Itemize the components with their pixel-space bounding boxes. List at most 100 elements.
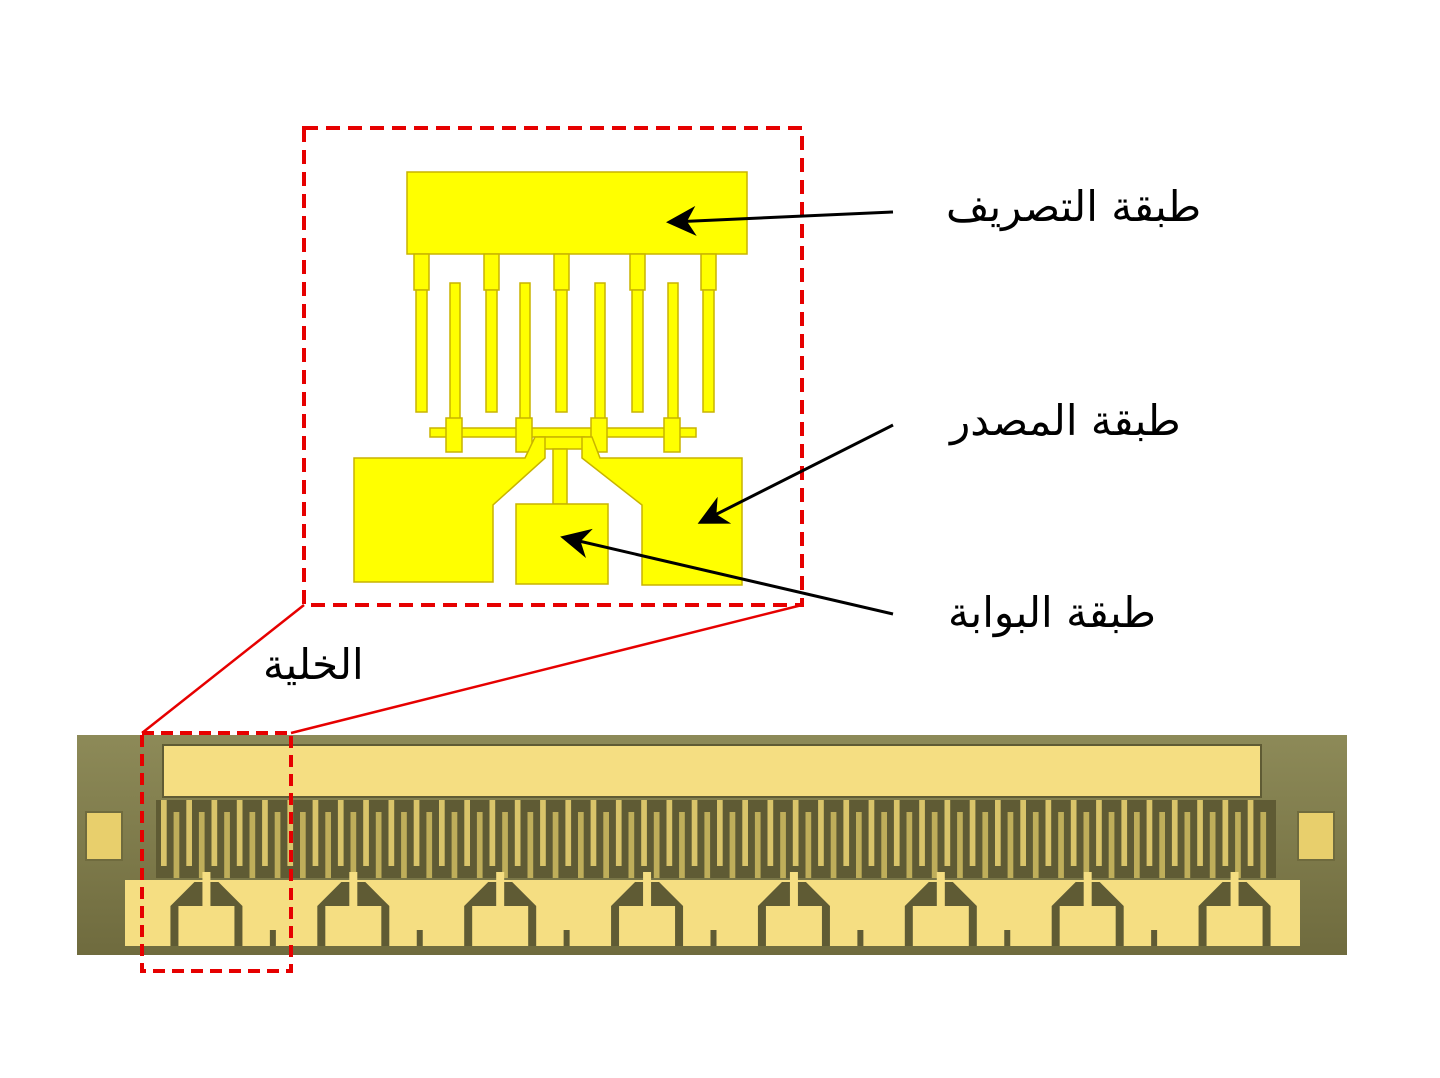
drain-fingers	[413, 253, 717, 413]
chip-finger	[1070, 800, 1077, 866]
chip-finger	[1058, 812, 1064, 878]
chip-gate-pad	[1206, 906, 1263, 946]
chip-finger	[464, 800, 470, 866]
chip-gate-stem	[349, 872, 358, 906]
chip-pad-separator	[563, 930, 570, 946]
chip-finger	[919, 800, 925, 866]
chip-gate-stem	[1083, 872, 1092, 906]
chip-finger	[476, 812, 483, 878]
chip-finger	[729, 812, 736, 878]
chip-finger	[1159, 812, 1165, 878]
chip-finger	[578, 812, 584, 878]
chip-finger	[1045, 800, 1052, 866]
chip-finger	[262, 800, 268, 866]
chip-finger	[717, 800, 723, 866]
chip-finger	[1134, 812, 1140, 878]
chip-finger	[679, 812, 685, 878]
chip-gate-pad	[912, 906, 969, 946]
chip-finger	[1260, 812, 1267, 878]
chip-finger	[337, 800, 344, 866]
chip-finger	[856, 812, 862, 878]
chip-finger	[514, 800, 521, 866]
chip-gate-stem	[936, 872, 945, 906]
chip-finger	[1184, 812, 1191, 878]
chip-pad-separator	[269, 930, 276, 946]
chip-finger	[173, 812, 180, 878]
source-arrow	[697, 423, 894, 524]
cell-layout	[353, 171, 748, 586]
chip-finger	[426, 812, 433, 878]
gate-bus	[429, 427, 697, 438]
chip-finger	[982, 812, 989, 878]
chip-finger	[388, 800, 395, 866]
chip-finger-region	[156, 800, 1276, 878]
chip-finger	[641, 800, 647, 866]
chip-gate-pad	[178, 906, 235, 946]
chip-gate-pad	[1059, 906, 1116, 946]
chip-cells	[125, 872, 1300, 946]
drain-arrow	[666, 205, 894, 236]
chip-finger	[451, 812, 458, 878]
chip-finger	[1108, 812, 1115, 878]
chip-finger	[439, 800, 445, 866]
chip-finger	[1096, 800, 1102, 866]
chip-gate-pad	[472, 906, 529, 946]
chip-gate-pad	[765, 906, 822, 946]
chip-finger	[893, 800, 900, 866]
chip-finger	[906, 812, 913, 878]
gate-layer-label: طبقة البوابة	[948, 588, 1156, 637]
chip-finger	[540, 800, 546, 866]
chip-finger	[830, 812, 837, 878]
chip-finger	[881, 812, 887, 878]
drain-layer-label: طبقة التصريف	[946, 182, 1202, 231]
chip-finger	[843, 800, 850, 866]
chip-drain-bus	[162, 744, 1262, 798]
zoom-leader-left	[141, 604, 305, 734]
chip-finger	[401, 812, 407, 878]
chip-finger	[691, 800, 698, 866]
chip-finger	[249, 812, 256, 878]
chip-finger	[552, 812, 559, 878]
chip-finger	[666, 800, 673, 866]
chip-finger	[780, 812, 786, 878]
chip-finger	[868, 800, 875, 866]
chip-finger	[628, 812, 635, 878]
chip-pad-separator	[416, 930, 423, 946]
chip-finger	[957, 812, 963, 878]
finger-contacts	[445, 417, 681, 453]
chip-finger	[742, 800, 748, 866]
chip-side-pad-right	[1297, 811, 1335, 861]
chip-finger	[325, 812, 331, 878]
chip-finger	[300, 812, 306, 878]
chip-finger	[995, 800, 1001, 866]
chip-pad-separator	[710, 930, 717, 946]
chip-finger	[944, 800, 951, 866]
chip-finger	[565, 800, 572, 866]
zoom-leader-right	[290, 603, 803, 735]
chip-side-pad-left	[85, 811, 123, 861]
chip-finger	[590, 800, 597, 866]
chip-finger	[792, 800, 799, 866]
chip-finger	[375, 812, 382, 878]
chip-finger	[818, 800, 824, 866]
chip-fingers	[161, 800, 1267, 878]
chip-pad-separator	[1151, 930, 1158, 946]
chip-finger	[1020, 800, 1026, 866]
zoom-frame	[302, 126, 804, 607]
chip-finger	[754, 812, 761, 878]
chip-finger	[413, 800, 420, 866]
chip-micrograph	[77, 735, 1347, 955]
chip-finger	[603, 812, 609, 878]
chip-finger	[653, 812, 660, 878]
chip-finger	[312, 800, 319, 866]
chip-finger	[363, 800, 369, 866]
chip-gate-stem	[789, 872, 798, 906]
source-pad-right	[581, 436, 743, 586]
chip-finger	[1121, 800, 1128, 866]
chip-gate-pad	[619, 906, 676, 946]
chip-gate-pad	[325, 906, 382, 946]
chip-finger	[1146, 800, 1153, 866]
chip-finger	[969, 800, 976, 866]
chip-finger	[236, 800, 243, 866]
